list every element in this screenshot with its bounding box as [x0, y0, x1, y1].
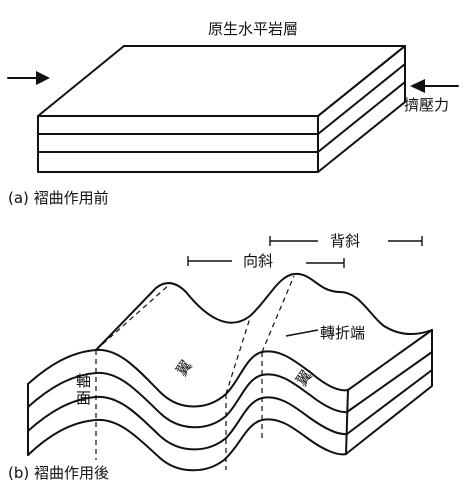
original-strata-title: 原生水平岩層 [208, 20, 298, 38]
right-force-arrow [410, 79, 459, 93]
limb-label-left: 翼 [172, 357, 195, 380]
anticline-label: 背斜 [330, 232, 360, 250]
hinge-pointer-line [285, 329, 319, 337]
stratum-side-line-1 [317, 63, 406, 135]
folded-right-edge [345, 329, 433, 455]
axial-plane-label: 軸 面 [76, 372, 96, 407]
hinge-label: 轉折端 [320, 324, 365, 342]
folded-side-stratum-2 [346, 369, 433, 435]
hinge-line-anticline-2-top [261, 275, 295, 353]
folded-side-stratum-1 [346, 351, 433, 413]
block-top-face [37, 45, 406, 117]
stratum-side-line-2 [317, 81, 406, 153]
axial-plane-label-char: 面 [76, 389, 91, 407]
block-after-folding [27, 272, 433, 472]
left-force-arrow [7, 71, 50, 85]
block-right-face [317, 45, 406, 173]
compression-force-label: 擠壓力 [404, 96, 449, 114]
caption-before: (a) 褶曲作用前 [8, 189, 109, 207]
folded-front-right-edge [345, 389, 349, 455]
folded-top-back-edge [95, 272, 433, 351]
axial-plane-label-text: 軸 [76, 372, 91, 390]
syncline-span-marker [187, 256, 345, 268]
block-before-folding [37, 45, 406, 173]
folded-front-bottom-edge [27, 418, 347, 472]
hinge-line-anticline-top [95, 283, 171, 351]
caption-after: (b) 褶曲作用後 [8, 464, 109, 482]
folded-stratum-line-1 [27, 371, 348, 429]
block-front-face [37, 115, 319, 173]
hinge-line-syncline-top [225, 317, 251, 395]
syncline-label: 向斜 [243, 252, 273, 270]
anticline-span-marker [269, 236, 423, 246]
